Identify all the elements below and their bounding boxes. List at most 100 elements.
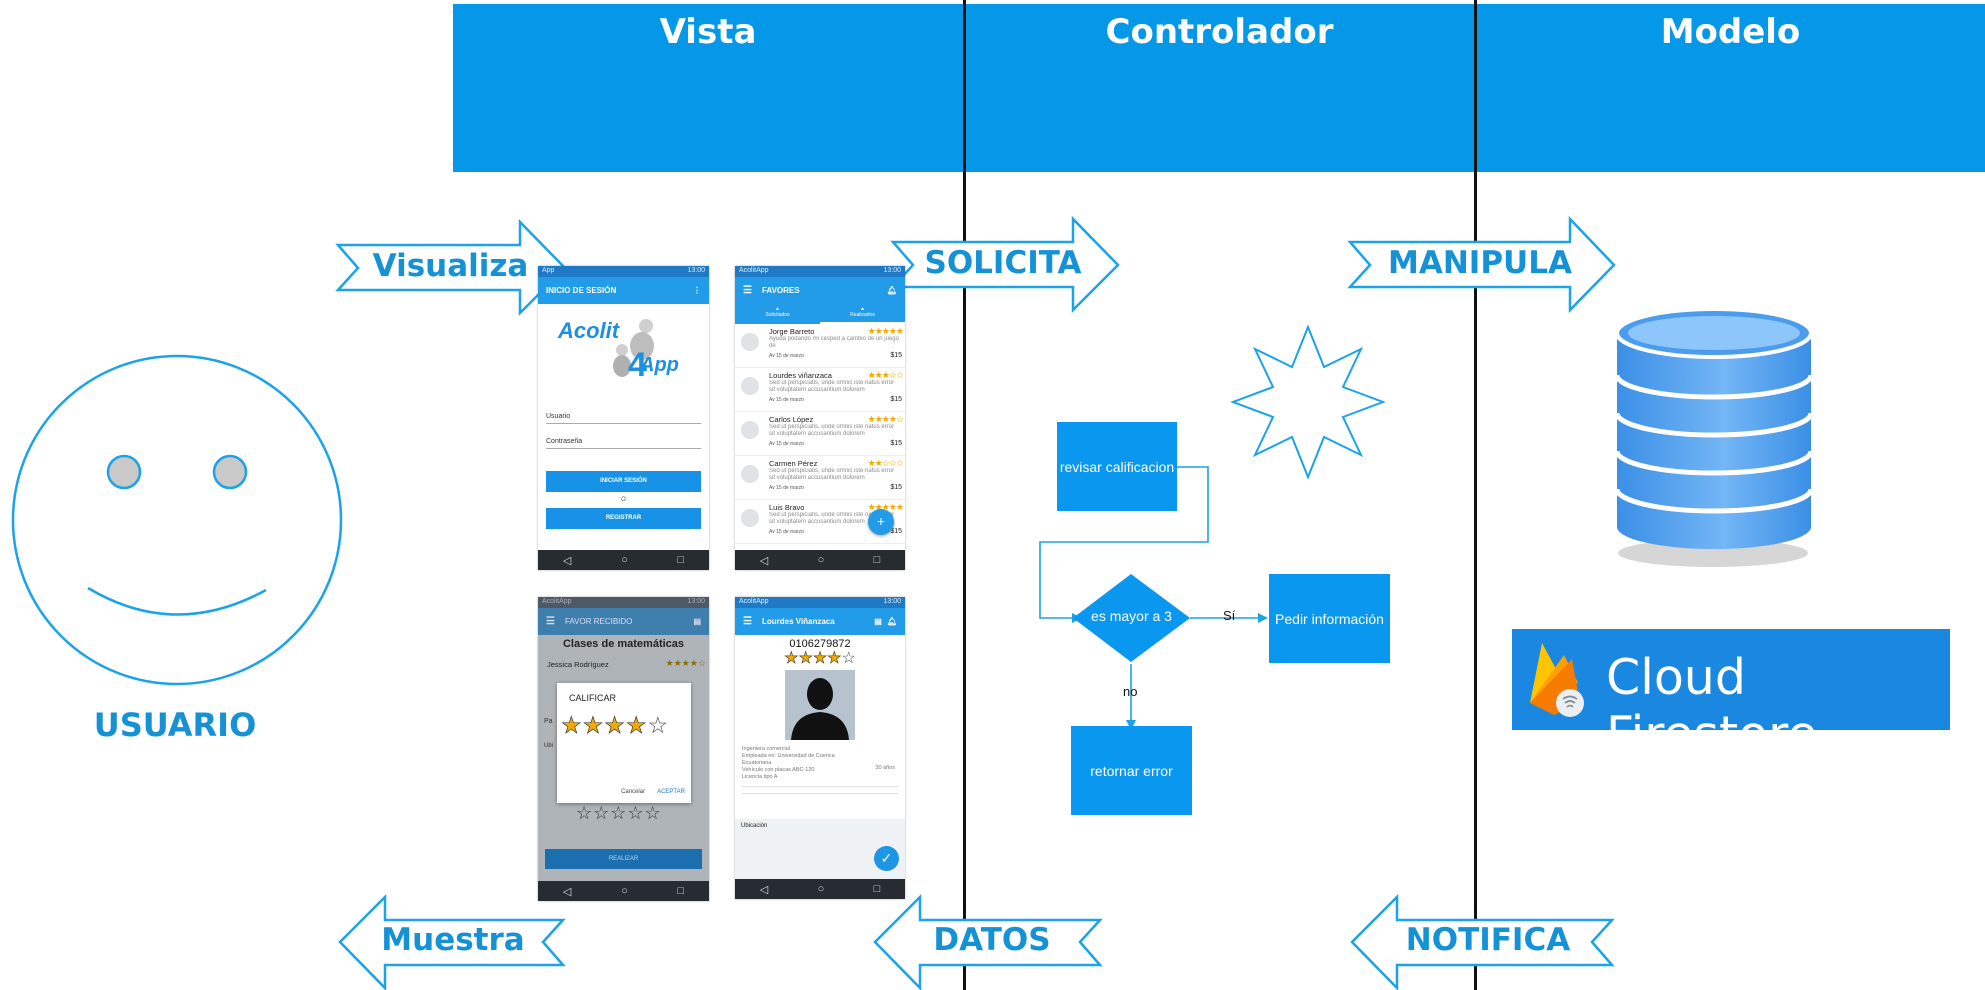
login-button[interactable]: INICIAR SESIÓN [546,471,701,492]
add-favor-fab[interactable]: + [868,509,894,535]
arrow-manipula-shape [1347,215,1616,314]
person-name: Jessica Rodríguez [547,660,609,669]
or-separator: O [621,497,626,503]
recent-nav-icon[interactable]: □ [677,554,685,566]
acolitapp-logo: Acolit 4 App [538,304,709,396]
dialog-star-selector[interactable]: ★★★★☆ [561,712,691,739]
android-nav-bar: ◁ ○ □ [538,550,709,570]
home-nav-icon[interactable]: ○ [817,883,825,895]
favor-description: Ayuda podando mi cesped a cambio de un j… [769,336,899,349]
home-nav-icon[interactable]: ○ [621,885,628,897]
details-divider [742,786,898,794]
profile-detail-line: Ingeniera comercial [742,746,790,752]
person-row: Jessica Rodríguez ★★★★☆ [538,658,709,674]
username-field[interactable]: Usuario [546,410,701,424]
favor-description: Sed ut perspiciatis, unde omnis iste nat… [769,512,895,525]
favor-list-item[interactable]: Luis Bravo★★★★★Sed ut perspiciatis, unde… [735,500,905,544]
column-divider-1 [963,0,966,990]
id-number: 0106279872 [789,638,851,650]
favor-rating-stars: ★★☆☆☆ [867,458,904,468]
bell-icon[interactable]: 🔔︎ [886,617,897,626]
favor-description: Sed ut perspiciatis, unde omnis iste nat… [769,424,895,437]
review-rating-box: revisar calificacion [1057,422,1177,511]
arrow-visualiza-shape [335,218,567,317]
side-label-ubicacion: Ubi [544,743,554,749]
register-button[interactable]: REGISTRAR [546,508,701,529]
arrow-datos-shape [873,893,1103,990]
side-label-pago: Pa [544,718,553,725]
favor-list-item[interactable]: Jorge Barreto★★★★★Ayuda podando mi cespe… [735,324,905,368]
database-icon [1614,307,1814,567]
submit-button[interactable]: REALIZAR [545,849,702,869]
flowchart-connectors [1039,466,1268,730]
favor-price: $15 [890,484,902,491]
column-title-modelo: Modelo [1660,12,1801,52]
tab-realizados[interactable]: ▲Realizados [820,304,905,324]
location-label: Ubicación [741,823,768,829]
menu-icon[interactable]: ☰ [546,616,555,627]
arrow-solicita-shape [890,215,1120,314]
app-bar: ☰ FAVORES 🔔︎ [735,277,905,304]
column-divider-2 [1474,0,1477,990]
dialog-stars-filled[interactable]: ★★★★ [561,712,648,739]
status-app-name: AcolitApp [739,267,769,274]
back-nav-icon[interactable]: ◁ [562,554,572,567]
favor-price: $15 [890,440,902,447]
favor-subject: Clases de matemáticas [562,638,685,650]
home-nav-icon[interactable]: ○ [621,554,628,566]
android-nav-bar: ◁ ○ □ [735,879,905,899]
firebase-flame-icon [1530,643,1584,717]
column-header-modelo: Modelo [1476,4,1985,172]
favor-list-item[interactable]: Lourdes viñanzaca★★★☆☆Sed ut perspiciati… [735,368,905,412]
no-label: no [1123,684,1138,699]
back-nav-icon[interactable]: ◁ [759,554,769,567]
favor-person-name: Lourdes viñanzaca [769,371,832,380]
column-header-controlador: Controlador [965,4,1474,172]
favor-list-item[interactable]: Carmen Pérez ★★☆☆☆Sed ut perspiciatis, un… [735,456,905,500]
menu-icon[interactable]: ☰ [743,285,752,296]
profile-detail-line: Vehículo con placas ABC-120 [742,767,815,773]
back-nav-icon[interactable]: ◁ [759,883,769,896]
status-time: 13:00 [883,267,901,274]
favor-rating-stars: ★★★★★ [867,502,904,512]
column-title-vista: Vista [659,12,757,52]
favors-tabs: ▲Solicitados ▲Realizados [735,304,905,324]
document-icon[interactable]: ▤ [874,617,882,626]
avatar-silhouette-icon [785,670,855,740]
recent-nav-icon[interactable]: □ [677,885,685,897]
accept-button[interactable]: ACEPTAR [657,789,685,795]
document-icon[interactable]: ▤ [693,617,701,626]
column-header-vista: Vista [453,4,963,172]
tab-solicitados[interactable]: ▲Solicitados [765,306,790,318]
logo-text-acolit: Acolit [558,318,620,343]
bell-icon[interactable]: 🔔︎ [886,286,897,295]
favor-date: Av 15 de marzo [769,441,804,447]
request-info-box: Pedir información [1269,574,1390,663]
favor-list-item[interactable]: Carlos López★★★★☆Sed ut perspiciatis, un… [735,412,905,456]
back-nav-icon[interactable]: ◁ [562,885,572,898]
rating-dialog: CALIFICAR ★★★★☆ Cancelar ACEPTAR [557,683,691,803]
arrow-label-notifica: NOTIFICA [1405,922,1571,958]
status-bar: AcolitApp 13:00 [735,266,905,277]
profile-detail-line: Empleada en: Universidad de Cuenca [742,753,835,759]
status-bar: AcolitApp 13:00 [735,597,905,608]
avatar [741,377,759,395]
screen-title: FAVOR RECIBIDO [564,617,633,626]
screen-title: FAVORES [761,286,800,295]
more-options-icon[interactable]: ⋮ [693,286,701,295]
favor-description: Sed ut perspiciatis, unde omnis iste nat… [769,468,895,481]
dialog-star-empty[interactable]: ☆ [647,712,670,738]
menu-icon[interactable]: ☰ [743,616,752,627]
check-icon[interactable]: ✓ [874,846,899,871]
cancel-button[interactable]: Cancelar [621,789,646,795]
password-field[interactable]: Contraseña [546,435,701,449]
recent-nav-icon[interactable]: □ [873,883,881,895]
favor-date: Av 15 de marzo [769,397,804,403]
favor-price: $15 [890,528,902,535]
avatar [741,465,759,483]
home-nav-icon[interactable]: ○ [817,554,825,566]
favor-person-name: Jorge Barreto [769,327,815,336]
favor-person-name: Carmen Pérez [769,459,818,468]
recent-nav-icon[interactable]: □ [873,554,881,566]
